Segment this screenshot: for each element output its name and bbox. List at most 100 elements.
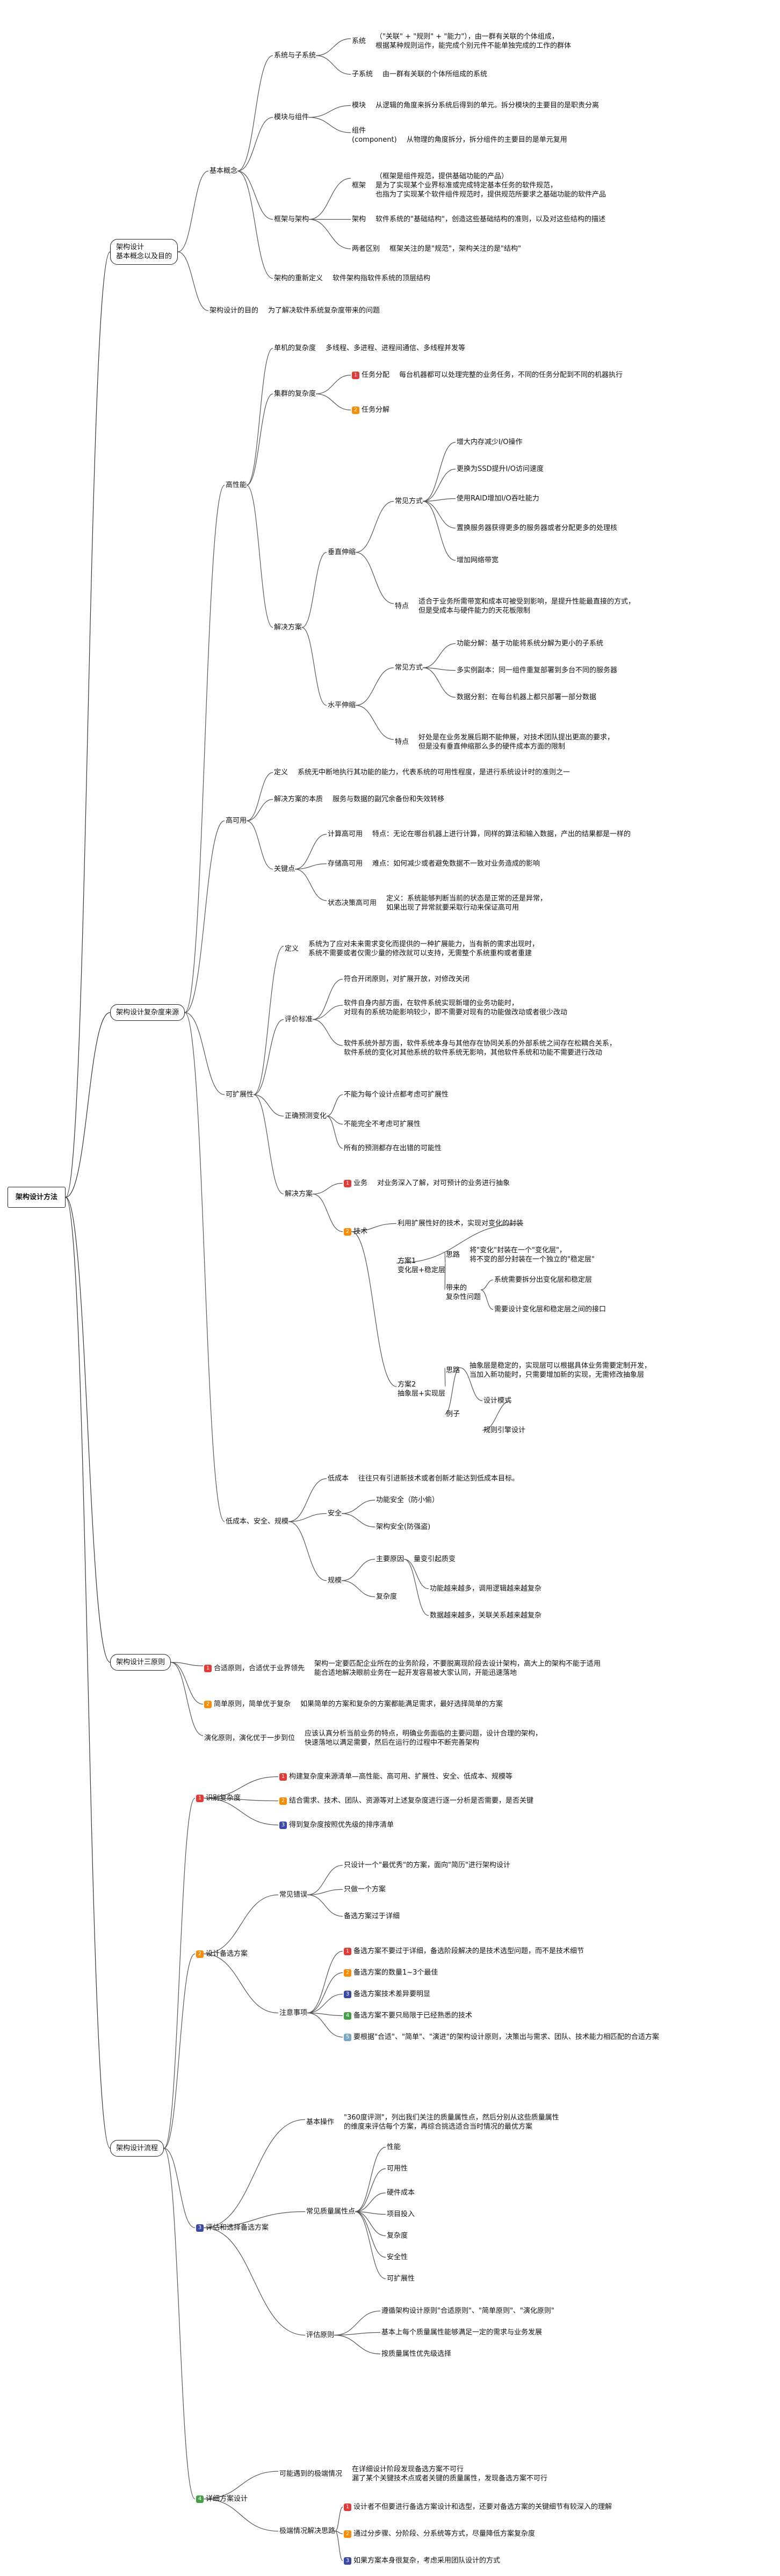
mindmap-node[interactable]: 特点好处是在业务发展后期不能伸展，对技术团队提出更高的要求， 但是没有垂直伸缩那… (395, 733, 614, 751)
mindmap-node[interactable]: 集群的复杂度 (274, 389, 316, 398)
mindmap-node[interactable]: 架构安全(防强盗) (376, 1522, 430, 1532)
mindmap-node[interactable]: 系统需要拆分出变化层和稳定层 (494, 1275, 592, 1285)
mindmap-node[interactable]: 利用扩展性好的技术，实现对变化的封装 (398, 1219, 523, 1228)
root-node[interactable]: 架构设计方法 (8, 1187, 66, 1208)
mindmap-node[interactable]: 演化原则，演化优于一步到位应该认真分析当前业务的特点，明确业务面临的主要问题，设… (204, 1729, 542, 1747)
mindmap-node[interactable]: 带来的 复杂性问题 (446, 1283, 481, 1302)
mindmap-node[interactable]: 不能完全不考虑可扩展性 (344, 1120, 421, 1129)
mindmap-node[interactable]: 两者区别框架关注的是"规范"，架构关注的是"结构" (352, 244, 521, 253)
mindmap-node[interactable]: 功能安全（防小偷） (376, 1496, 439, 1505)
mindmap-node[interactable]: 复杂度 (387, 2231, 408, 2240)
mindmap-node[interactable]: 增大内存减少I/O操作 (457, 438, 522, 447)
mindmap-node[interactable]: 需要设计变化层和稳定层之间的接口 (494, 1305, 606, 1314)
mindmap-node[interactable]: 解决方案的本质服务与数据的副冗余备份和失效转移 (274, 795, 444, 804)
mindmap-node[interactable]: 评估原则 (306, 2331, 334, 2340)
mindmap-node[interactable]: 系统与子系统 (274, 51, 316, 60)
mindmap-node[interactable]: 状态决策高可用定义：系统能够判断当前的状态是正常的还是异常， 如果出现了异常就要… (328, 894, 547, 912)
mindmap-node[interactable]: 例子 (446, 1410, 460, 1419)
mindmap-node[interactable]: 只做一个方案 (344, 1885, 386, 1894)
mindmap-node[interactable]: 常见错误 (279, 1890, 307, 1899)
mindmap-node[interactable]: 架构设计的目的为了解决软件系统复杂度带来的问题 (210, 306, 380, 315)
mindmap-node[interactable]: 可扩展性 (226, 1090, 254, 1099)
mindmap-node[interactable]: 设计模式 (483, 1396, 511, 1405)
mindmap-node[interactable]: 模块与组件 (274, 113, 309, 122)
mindmap-node[interactable]: 水平伸缩 (328, 701, 356, 710)
mindmap-node[interactable]: 基本操作"360度评测"，列出我们关注的质量属性点，然后分别从这些质量属性 的维… (306, 2113, 559, 2131)
mindmap-node[interactable]: 规则引擎设计 (483, 1426, 525, 1435)
mindmap-node[interactable]: 架构软件系统的"基础结构"，创造这些基础结构的准则，以及对这些结构的描述 (352, 215, 605, 224)
mindmap-node[interactable]: 模块从逻辑的角度来拆分系统后得到的单元。拆分模块的主要目的是职责分离 (352, 101, 599, 110)
mindmap-node[interactable]: 性能 (387, 2143, 401, 2152)
mindmap-node[interactable]: 功能越来越多，调用逻辑越来越复杂 (430, 1584, 541, 1593)
mindmap-node[interactable]: 更换为SSD提升I/O访问速度 (457, 465, 544, 474)
mindmap-node[interactable]: 项目投入 (387, 2210, 415, 2219)
mindmap-node[interactable]: 思路将"变化"封装在一个"变化层"， 将不变的部分封装在一个独立的"稳定层" (446, 1246, 595, 1264)
mindmap-node[interactable]: 置换服务器获得更多的服务器或者分配更多的处理核 (457, 524, 617, 533)
section-node-0[interactable]: 架构设计 基本概念以及目的 (110, 239, 178, 265)
mindmap-node[interactable]: 方案1 变化层+稳定层 (398, 1257, 445, 1275)
mindmap-node[interactable]: 常见方式 (395, 497, 423, 506)
mindmap-node[interactable]: 备选方案过于详细 (344, 1912, 400, 1921)
mindmap-node[interactable]: 低成本往往只有引进新技术或者创新才能达到低成本目标。 (328, 1474, 519, 1483)
mindmap-node[interactable]: 架构的重新定义软件架构指软件系统的顶层结构 (274, 274, 430, 283)
mindmap-node[interactable]: 可扩展性 (387, 2274, 415, 2283)
mindmap-node[interactable]: 功能分解：基于功能将系统分解为更小的子系统 (457, 639, 603, 648)
mindmap-node[interactable]: 复杂度 (376, 1592, 397, 1601)
mindmap-node[interactable]: 解决方案 (285, 1189, 313, 1199)
mindmap-node[interactable]: 不能为每个设计点都考虑可扩展性 (344, 1090, 449, 1099)
mindmap-node[interactable]: 极端情况解决思路 (279, 2527, 335, 2536)
mindmap-node[interactable]: 使用RAID增加I/O吞吐能力 (457, 494, 539, 503)
mindmap-node[interactable]: 基本概念 (210, 166, 237, 176)
mindmap-node[interactable]: 规模 (328, 1576, 342, 1585)
mindmap-node[interactable]: 关键点 (274, 865, 295, 874)
section-node-1[interactable]: 架构设计复杂度来源 (110, 1004, 185, 1021)
mindmap-node[interactable]: 框架与架构 (274, 215, 309, 224)
mindmap-node[interactable]: 方案2 抽象层+实现层 (398, 1380, 445, 1398)
mindmap-node[interactable]: 软件系统外部方面，软件系统本身与其他存在协同关系的外部系统之间存在松耦合关系， … (344, 1039, 616, 1057)
mindmap-node[interactable]: 特点适合于业务所需带宽和成本可被受到影响，是提升性能最直接的方式， 但是受成本与… (395, 597, 635, 615)
mindmap-node[interactable]: 多实例副本：同一组件重复部署到多台不同的服务器 (457, 666, 617, 675)
mindmap-node[interactable]: 系统（"关联" + "规则" + "能力"），由一群有关联的个体组成， 根据某种… (352, 32, 571, 50)
mindmap-node[interactable]: 高可用 (226, 816, 247, 825)
mindmap-node[interactable]: 增加网络带宽 (457, 556, 499, 565)
mindmap-node[interactable]: 评价标准 (285, 1015, 313, 1024)
mindmap-node[interactable]: 符合开闭原则，对扩展开放，对修改关闭 (344, 975, 470, 984)
mindmap-node[interactable]: 安全性 (387, 2253, 408, 2262)
mindmap-node[interactable]: 组件 (component)从物理的角度拆分，拆分组件的主要目的是单元复用 (352, 126, 567, 144)
section-node-3[interactable]: 架构设计流程 (110, 2140, 164, 2157)
mindmap-node[interactable]: 单机的复杂度多线程、多进程、进程间通信、多线程并发等 (274, 344, 465, 353)
mindmap-node[interactable]: 思路抽象层是稳定的，实现层可以根据具体业务需要定制开发， 当加入新功能时，只需要… (446, 1361, 651, 1380)
mindmap-node[interactable]: 正确预测变化 (285, 1112, 327, 1121)
mindmap-node[interactable]: 定义系统无中断地执行其功能的能力，代表系统的可用性程度，是进行系统设计时的准则之… (274, 768, 570, 777)
mindmap-node[interactable]: 常见方式 (395, 663, 423, 672)
mindmap-node[interactable]: 所有的预测都存在出错的可能性 (344, 1144, 442, 1153)
mindmap-node[interactable]: 注意事项 (279, 2008, 307, 2018)
section-node-2[interactable]: 架构设计三原则 (110, 1654, 171, 1671)
mindmap-node[interactable]: 常见质量属性点 (306, 2207, 355, 2216)
mindmap-node[interactable]: 数据分割：在每台机器上都只部署一部分数据 (457, 693, 596, 702)
mindmap-node[interactable]: 安全 (328, 1509, 342, 1518)
mindmap-node[interactable]: 框架（框架是组件规范，提供基础功能的产品） 是为了实现某个业界标准或完成特定基本… (352, 172, 606, 199)
mindmap-node[interactable]: 硬件成本 (387, 2188, 415, 2197)
mindmap-node[interactable]: 计算高可用特点：无论在哪台机器上进行计算，同样的算法和输入数据，产出的结果都是一… (328, 830, 631, 839)
mindmap-node[interactable]: 低成本、安全、规模 (226, 1517, 288, 1526)
mindmap-node[interactable]: 软件自身内部方面，在软件系统实现新增的业务功能时， 对现有的系统功能影响较少，即… (344, 999, 567, 1017)
